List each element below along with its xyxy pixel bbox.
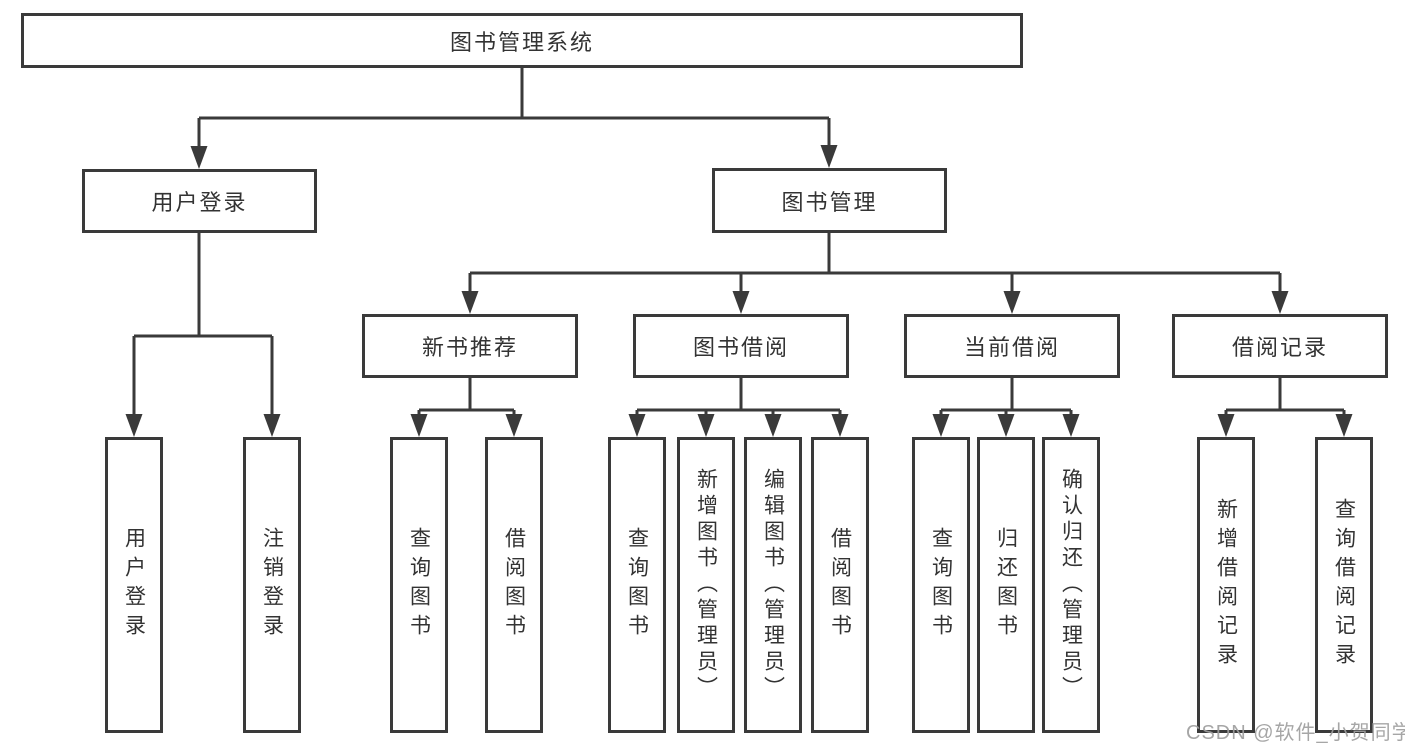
node-leaf-bb-query-books-label: 查询图书	[625, 527, 649, 643]
node-leaf-logout-label: 注销登录	[260, 527, 284, 643]
connector-new-book-rec	[417, 378, 516, 421]
node-book-borrow-label: 图书借阅	[692, 335, 789, 360]
node-current-borrow-label: 当前借阅	[963, 335, 1060, 360]
connector-book-borrow	[635, 378, 842, 421]
node-leaf-nbr-borrow-books: 借阅图书	[485, 437, 543, 733]
node-leaf-logout: 注销登录	[243, 437, 301, 733]
node-leaf-user-login: 用户登录	[105, 437, 163, 733]
node-leaf-bb-add-books-label: 新增图书（管理员）	[694, 468, 718, 702]
arrowheads	[125, 145, 1353, 437]
csdn-watermark: CSDN @软件_小贺同学	[1186, 722, 1405, 744]
node-leaf-cb-confirm-return: 确认归还（管理员）	[1042, 437, 1100, 733]
node-leaf-br-query-record: 查询借阅记录	[1315, 437, 1373, 733]
node-leaf-nbr-query-books-label: 查询图书	[407, 527, 431, 643]
connector-user-login	[132, 233, 274, 420]
node-leaf-nbr-query-books: 查询图书	[390, 437, 448, 733]
node-leaf-bb-borrow-books-label: 借阅图书	[828, 527, 852, 643]
node-leaf-bb-edit-books: 编辑图书（管理员）	[744, 437, 802, 733]
node-leaf-cb-confirm-return-label: 确认归还（管理员）	[1059, 468, 1083, 702]
node-new-book-rec: 新书推荐	[362, 314, 578, 378]
node-leaf-bb-borrow-books: 借阅图书	[811, 437, 869, 733]
node-book-mgmt: 图书管理	[712, 168, 947, 233]
node-leaf-bb-edit-books-label: 编辑图书（管理员）	[761, 468, 785, 702]
node-leaf-br-add-record: 新增借阅记录	[1197, 437, 1255, 733]
node-borrow-records-label: 借阅记录	[1231, 335, 1328, 360]
node-leaf-cb-query-books: 查询图书	[912, 437, 970, 733]
node-book-borrow: 图书借阅	[633, 314, 849, 378]
node-leaf-bb-query-books: 查询图书	[608, 437, 666, 733]
node-leaf-cb-return-books: 归还图书	[977, 437, 1035, 733]
node-leaf-nbr-borrow-books-label: 借阅图书	[502, 527, 526, 643]
node-leaf-bb-add-books: 新增图书（管理员）	[677, 437, 735, 733]
node-user-login: 用户登录	[82, 169, 317, 233]
connector-borrow-records	[1224, 378, 1346, 421]
node-root-label: 图书管理系统	[449, 29, 594, 55]
node-book-mgmt-label: 图书管理	[781, 189, 878, 215]
node-borrow-records: 借阅记录	[1172, 314, 1388, 378]
node-leaf-cb-return-books-label: 归还图书	[994, 527, 1018, 643]
node-root: 图书管理系统	[21, 13, 1023, 68]
node-leaf-br-query-record-label: 查询借阅记录	[1332, 498, 1356, 672]
node-leaf-br-add-record-label: 新增借阅记录	[1214, 498, 1238, 672]
node-current-borrow: 当前借阅	[904, 314, 1120, 378]
node-user-login-label: 用户登录	[151, 190, 248, 215]
connector-book-mgmt	[468, 233, 1282, 297]
node-new-book-rec-label: 新书推荐	[421, 335, 518, 360]
node-leaf-cb-query-books-label: 查询图书	[929, 527, 953, 643]
connector-root	[197, 68, 831, 150]
node-leaf-user-login-label: 用户登录	[122, 527, 146, 643]
